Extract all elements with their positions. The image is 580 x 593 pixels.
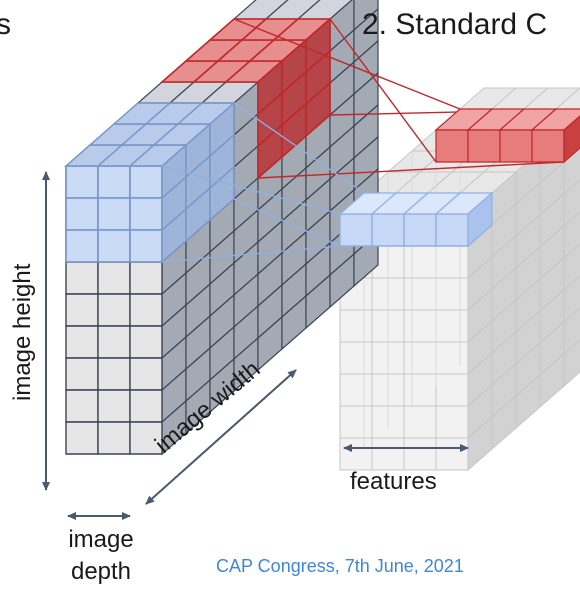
image-depth-label-line2: depth [70, 558, 132, 585]
feature-blue-front-cell [371, 213, 405, 247]
front-face-cell [65, 357, 99, 391]
title-fragment-left: s [0, 8, 11, 41]
ghost-front-cell [403, 341, 437, 375]
kernel-blue-front-cell [65, 229, 99, 263]
front-face-cell [65, 261, 99, 295]
front-face-cell [97, 261, 131, 295]
feature-red-front-cell [467, 129, 501, 163]
front-face-cell [129, 357, 163, 391]
front-face-cell [129, 293, 163, 327]
ghost-front-cell [339, 405, 373, 439]
ghost-front-cell [403, 437, 437, 471]
feature-blue-side-cell [467, 191, 493, 248]
feature-red-front-cell [499, 129, 533, 163]
feature-blue-front-cell [339, 213, 373, 247]
blue-connection-line [161, 165, 341, 215]
front-face-cell [65, 389, 99, 423]
front-face-cell [129, 389, 163, 423]
kernel-blue-front-cell [65, 165, 99, 199]
kernel-blue-front-cell [129, 229, 163, 263]
ghost-side-cell [563, 275, 580, 324]
title-standard-convolution: 2. Standard C [362, 8, 548, 41]
feature-red-side-cell [563, 115, 580, 164]
ghost-front-cell [339, 373, 373, 407]
front-face-cell [97, 293, 131, 327]
output-feature-highlights [338, 108, 580, 248]
ghost-front-cell [403, 373, 437, 407]
blue-connection-line [233, 198, 341, 247]
front-face-cell [97, 357, 131, 391]
front-face-cell [129, 325, 163, 359]
front-face-cell [65, 421, 99, 455]
front-face-cell [65, 293, 99, 327]
kernel-blue-front-cell [97, 229, 131, 263]
ghost-front-cell [339, 341, 373, 375]
output-feature-volume [338, 87, 580, 472]
blue-connection-line [161, 245, 341, 263]
ghost-front-cell [339, 437, 373, 471]
front-face-cell [129, 261, 163, 295]
kernel-blue-front-cell [65, 197, 99, 231]
image-width-arrow [145, 369, 297, 505]
red-connection-line [329, 18, 437, 163]
ghost-front-cell [435, 341, 469, 375]
ghost-side-cell [563, 339, 580, 388]
kernel-blue-front-cell [97, 165, 131, 199]
blue-connection-line [233, 102, 365, 194]
image-depth-label-line1: image [68, 526, 134, 553]
red-connection-line [233, 18, 461, 110]
features-label: features [350, 468, 437, 495]
ghost-front-cell [339, 309, 373, 343]
ghost-front-cell [435, 245, 469, 279]
ghost-side-cell [563, 179, 580, 228]
front-face-cell [97, 325, 131, 359]
image-height-label: image height [9, 263, 36, 401]
kernel-blue-front-cell [129, 197, 163, 231]
feature-blue-front-cell [435, 213, 469, 247]
ghost-front-cell [435, 277, 469, 311]
feature-red-front-cell [435, 129, 469, 163]
footer-citation: CAP Congress, 7th June, 2021 [216, 556, 464, 576]
dimension-arrows [42, 171, 469, 520]
ghost-side-cell [563, 307, 580, 356]
red-connection-line [257, 161, 565, 179]
ghost-side-cell [563, 211, 580, 260]
ghost-side-cell [563, 243, 580, 292]
front-face-cell [97, 389, 131, 423]
feature-blue-front-cell [403, 213, 437, 247]
ghost-front-cell [435, 309, 469, 343]
front-face-cell [97, 421, 131, 455]
kernel-blue-front-cell [97, 197, 131, 231]
kernel-blue-front-cell [129, 165, 163, 199]
front-face-cell [65, 325, 99, 359]
ghost-front-cell [435, 405, 469, 439]
feature-red-front-cell [531, 129, 565, 163]
ghost-front-cell [435, 437, 469, 471]
ghost-front-cell [403, 245, 437, 279]
ghost-front-cell [371, 437, 405, 471]
ghost-front-cell [403, 405, 437, 439]
ghost-front-cell [403, 277, 437, 311]
ghost-side-cell [563, 147, 580, 196]
ghost-front-cell [435, 373, 469, 407]
ghost-front-cell [403, 309, 437, 343]
